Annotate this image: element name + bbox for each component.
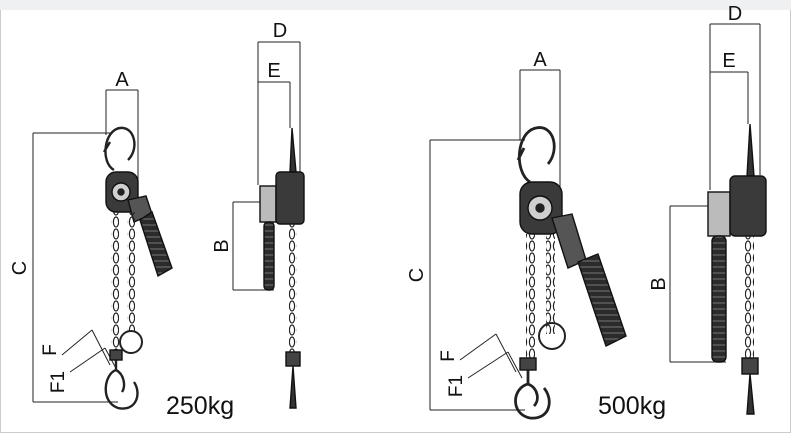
dim-e-label-2: E: [722, 50, 735, 72]
dim-f-label-1: F: [40, 344, 61, 356]
dim-c-lines-2: [429, 139, 525, 411]
dim-a-label-2: A: [533, 49, 547, 71]
capacity-label-500kg: 500kg: [598, 392, 666, 420]
dim-f1-label-2: F1: [446, 375, 467, 397]
dim-d-label-2: D: [728, 3, 742, 25]
top-hook: [102, 126, 136, 172]
dim-f1-label-1: F1: [48, 371, 69, 393]
dim-f-lines: [61, 329, 119, 373]
dim-a-lines-2: [519, 69, 561, 190]
dim-f-label-2: F: [438, 350, 459, 362]
dim-c-label-1: C: [9, 261, 31, 275]
dim-f-lines-2: [459, 333, 523, 379]
dim-c-lines: [32, 132, 118, 403]
dim-e-label-1: E: [267, 60, 280, 82]
dim-d-e-lines-2: [709, 23, 761, 190]
bottom-hook: [104, 352, 139, 410]
dim-a-label-1: A: [115, 69, 129, 91]
capacity-label-250kg: 250kg: [166, 392, 234, 420]
hoist-500kg: [429, 23, 767, 420]
hoist-250kg: [32, 41, 305, 410]
top-band: [0, 0, 791, 10]
dim-d-label-1: D: [273, 20, 287, 42]
dim-c-label-2: C: [406, 268, 428, 282]
dim-d-e-lines: [257, 41, 301, 185]
dim-b-label-1: B: [211, 239, 233, 252]
dim-b-label-2: B: [648, 277, 670, 290]
